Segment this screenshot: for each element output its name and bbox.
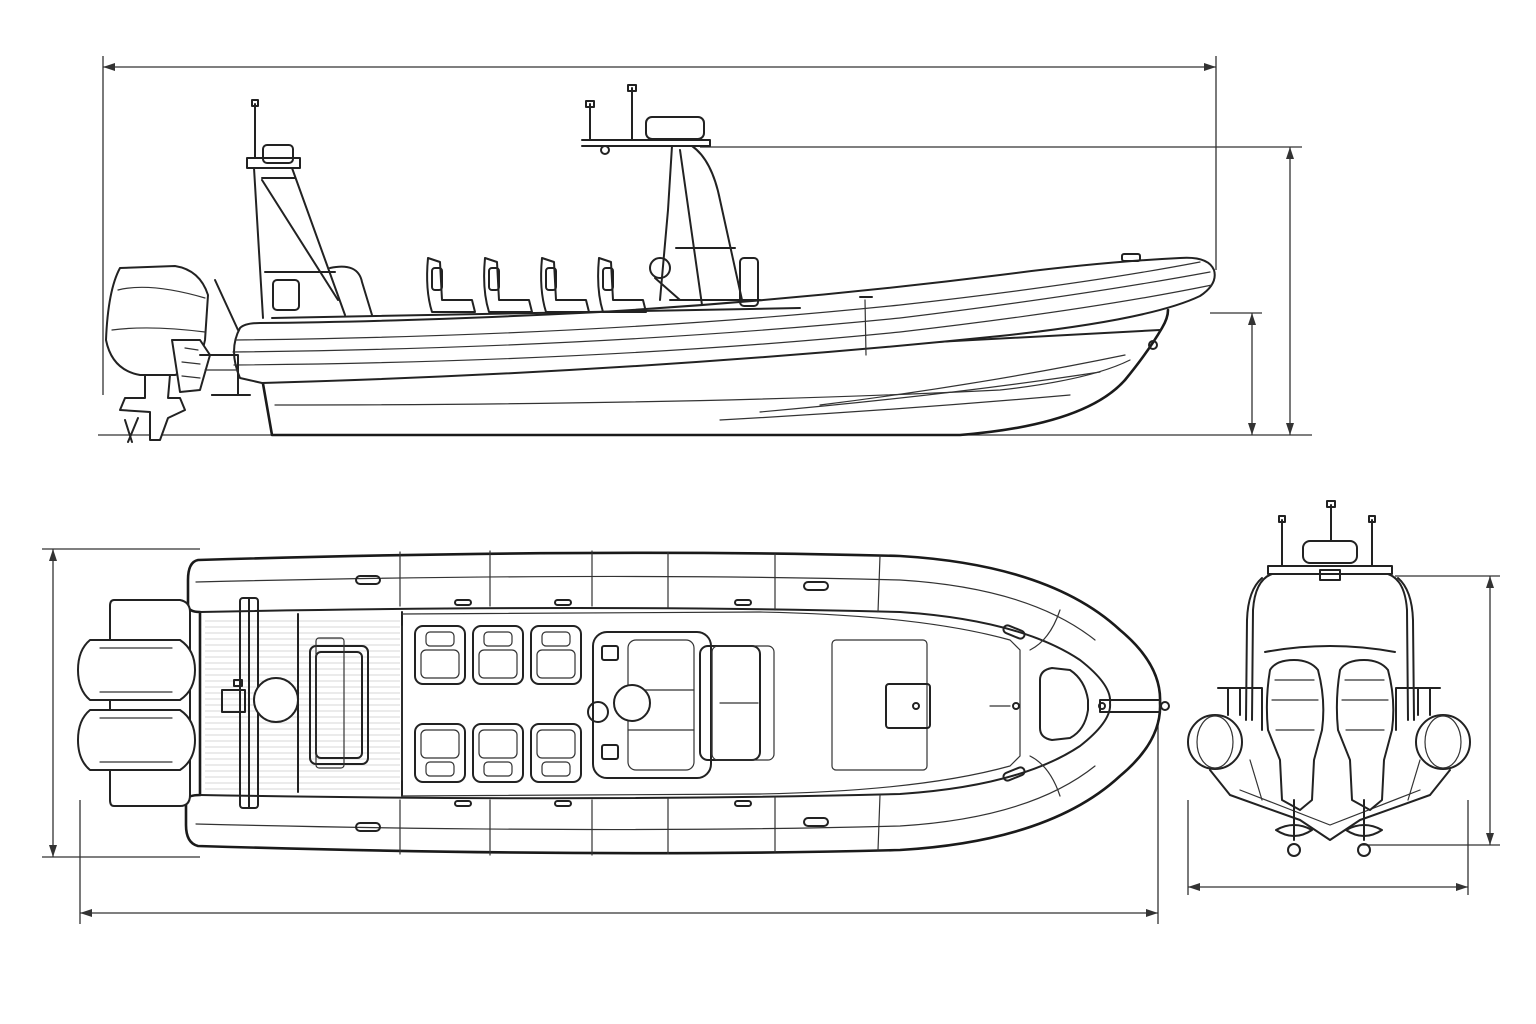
stern-arch-frame — [1245, 573, 1415, 721]
dimension-beam — [42, 548, 200, 858]
side-elevation-view — [98, 56, 1312, 443]
seat-plan — [472, 723, 524, 783]
dimension-stern-height — [1360, 575, 1500, 846]
seat-plan — [414, 625, 466, 685]
bow-locker-plan — [1039, 667, 1170, 741]
seats-plan — [414, 625, 582, 783]
stern-view — [1187, 500, 1500, 895]
stern-radar-mast — [1267, 500, 1393, 581]
stern-tubes — [1187, 687, 1471, 770]
console-plan — [587, 631, 775, 779]
dimension-overall-length — [102, 56, 1217, 395]
dimension-hull-height — [1210, 312, 1262, 435]
deck-line-side — [271, 307, 801, 319]
jockey-seat — [597, 257, 647, 313]
rear-radar-arch — [246, 99, 373, 319]
seat-plan — [472, 625, 524, 685]
dimension-plan-length — [79, 720, 1159, 924]
seat-plan — [414, 723, 466, 783]
jockey-seat — [483, 257, 533, 313]
tube-handles — [355, 575, 1026, 832]
dimension-overall-height — [700, 146, 1302, 435]
t-top-console — [581, 84, 761, 307]
transom-bracket — [199, 354, 251, 396]
seat-plan — [530, 625, 582, 685]
forward-hatch-plan — [831, 639, 1020, 771]
twin-outboards-plan — [77, 599, 196, 807]
rear-arch-plan — [221, 597, 299, 809]
plan-view — [42, 548, 1170, 924]
inflatable-tube-side — [232, 253, 1216, 384]
dimension-stern-beam — [1187, 800, 1469, 895]
jockey-seat — [540, 257, 590, 313]
jockey-seat — [426, 257, 476, 313]
stern-engines — [1265, 659, 1395, 857]
seat-plan — [530, 723, 582, 783]
outboard-engine-side — [105, 265, 239, 443]
passenger-seats-side — [426, 257, 647, 313]
stern-hull-section — [1209, 759, 1451, 841]
tube-outline-plan — [184, 550, 1162, 856]
deck-plan — [205, 611, 1021, 797]
